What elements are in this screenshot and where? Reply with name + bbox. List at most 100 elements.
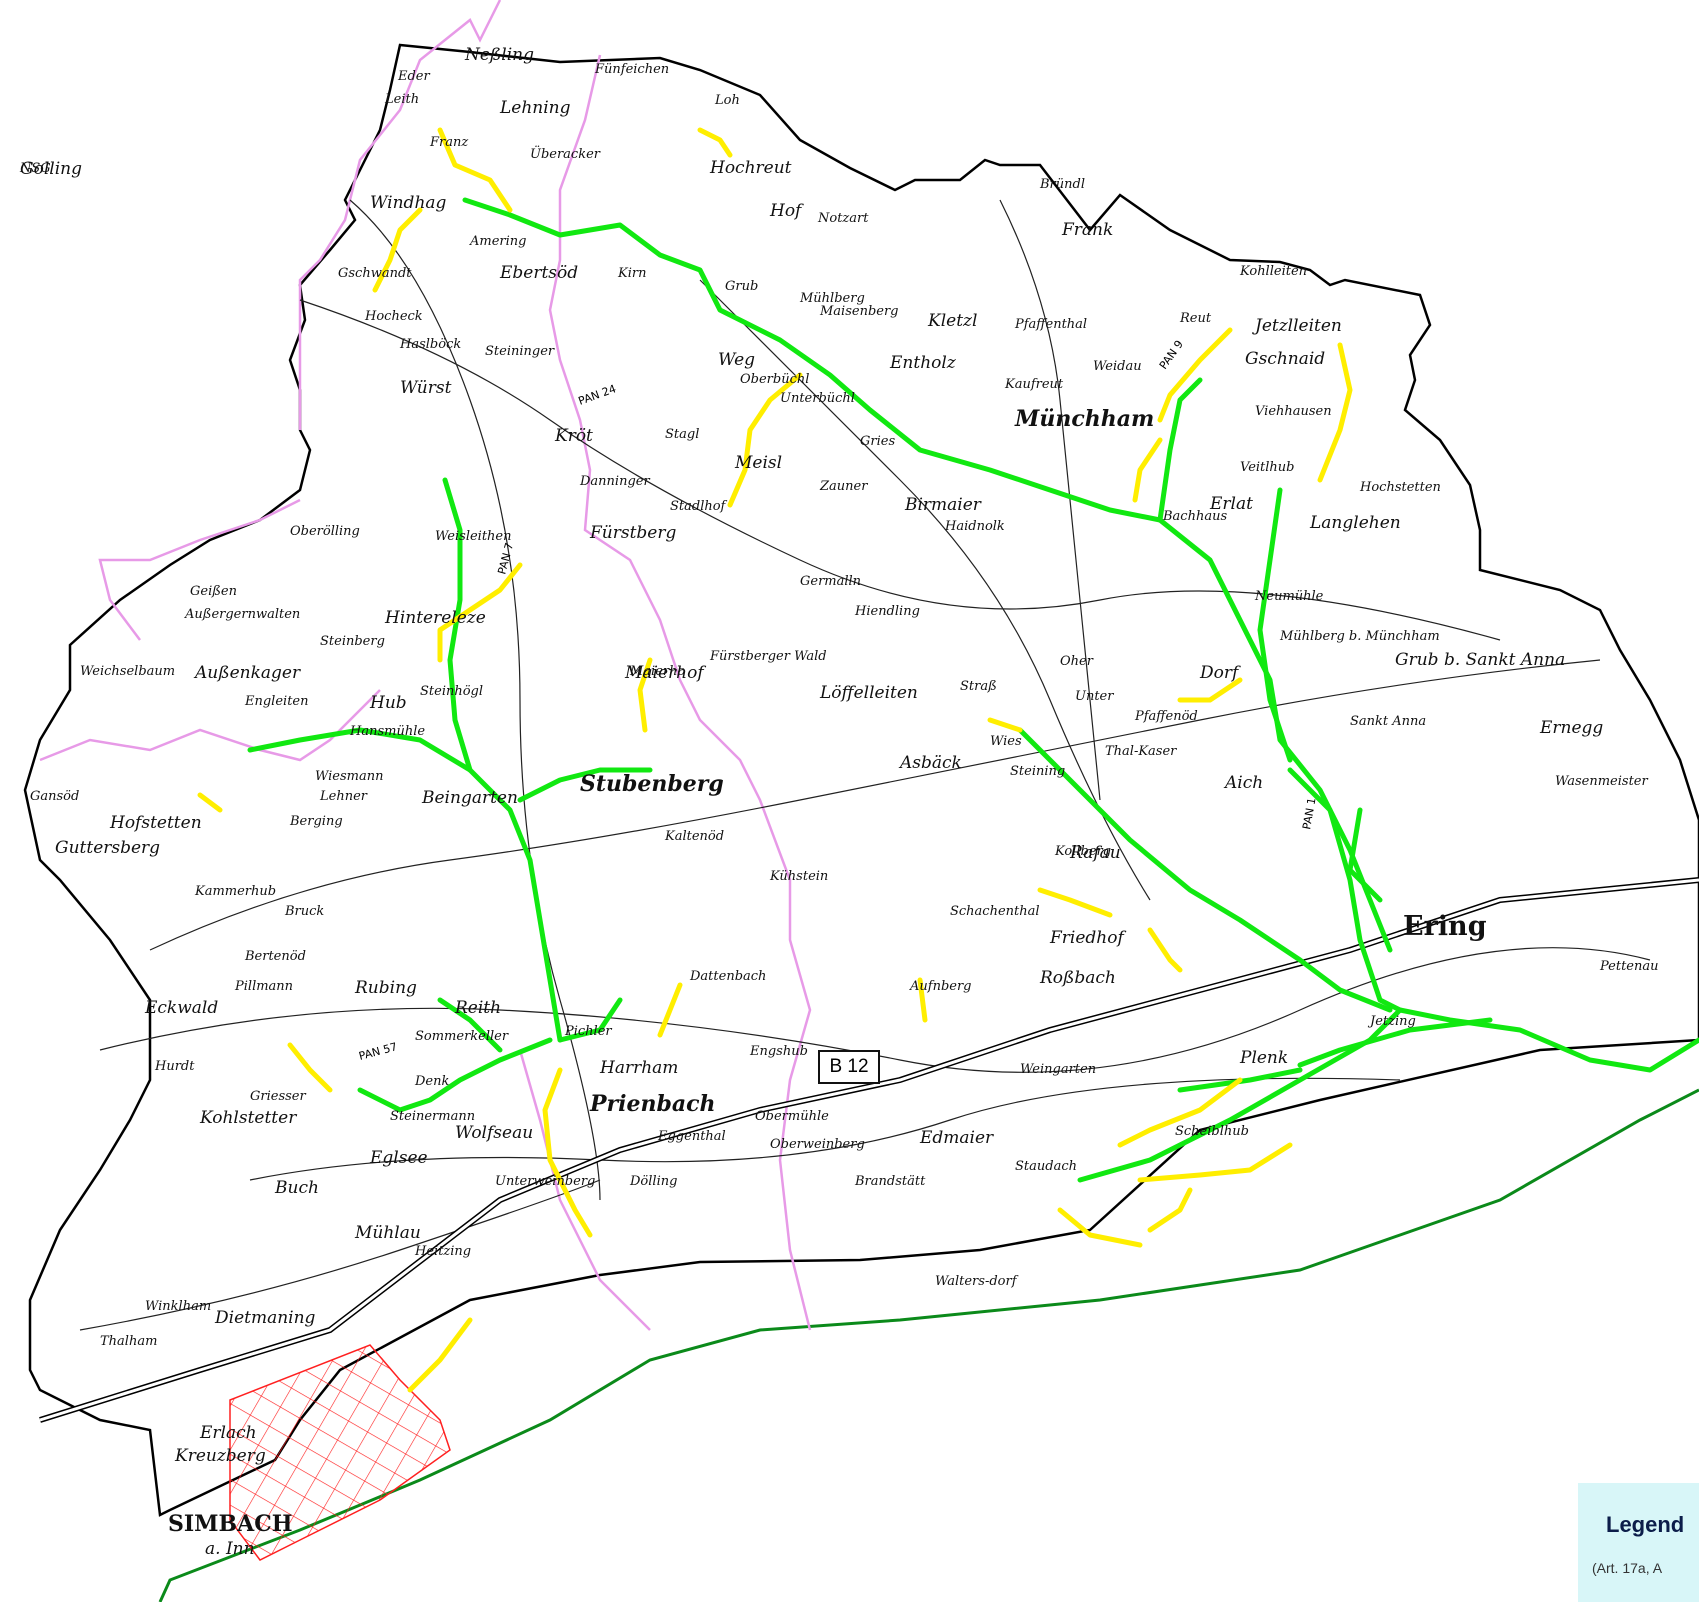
place-label: Meisl	[735, 453, 783, 473]
place-label-erlach: Erlach	[200, 1423, 257, 1443]
place-label: Steinermann	[390, 1109, 476, 1124]
place-label: NSG	[20, 161, 51, 176]
place-label: Gansöd	[30, 789, 80, 804]
place-label: Maierho	[630, 664, 686, 679]
place-label: Engshub	[750, 1044, 808, 1059]
place-label: Asbäck	[900, 753, 962, 773]
place-label: Grub b. Sankt Anna	[1395, 650, 1566, 670]
place-label: Danninger	[580, 474, 650, 489]
place-label: Oher	[1060, 654, 1093, 669]
place-label: Eder	[398, 69, 430, 84]
road-label-pan-9: PAN 9	[1157, 338, 1186, 372]
route-shield-b12: B 12	[818, 1050, 880, 1084]
place-label-a-inn: a. Inn	[205, 1539, 255, 1559]
road-network	[79, 199, 1651, 1331]
place-label: Entholz	[890, 353, 956, 373]
place-label: Lehning	[500, 98, 571, 118]
place-label: Engleiten	[245, 694, 309, 709]
place-label: Roßbach	[1040, 968, 1116, 988]
place-label: Kaufreut	[1005, 377, 1064, 392]
place-label: Hochstetten	[1360, 480, 1441, 495]
place-label: Hub	[370, 693, 407, 713]
place-label: Mühlberg b. Münchham	[1280, 629, 1440, 644]
place-label: Walters-dorf	[935, 1274, 1017, 1289]
road-label-pan-1: PAN 1	[1300, 797, 1318, 831]
place-label: Oberweinberg	[770, 1137, 865, 1152]
place-label: Kohlleiten	[1240, 264, 1308, 279]
place-label: Notzart	[818, 211, 869, 226]
place-label: Straß	[960, 679, 997, 694]
place-label-prienbach: Prienbach	[590, 1091, 716, 1117]
municipality-boundary	[23, 43, 1699, 1517]
place-label: Steinberg	[320, 634, 385, 649]
place-label: Steininger	[485, 344, 555, 359]
place-label: Mühlberg	[800, 291, 865, 306]
place-label: Hochreut	[710, 158, 792, 178]
place-label: Steinhögl	[420, 684, 484, 699]
place-label: Jetzlleiten	[1255, 316, 1342, 336]
place-label: Kaltenöd	[665, 829, 725, 844]
place-label: Windhag	[370, 193, 447, 213]
place-label: Edmaier	[920, 1128, 994, 1148]
place-label: Kühstein	[770, 869, 829, 884]
place-label: Mühlau	[355, 1223, 421, 1243]
place-label: Brandstätt	[855, 1174, 926, 1189]
place-label: Birmaier	[905, 495, 981, 515]
place-label: Heitzing	[415, 1244, 472, 1259]
place-label: Weidau	[1093, 359, 1142, 374]
place-label: Gschwandt	[338, 266, 412, 281]
place-label: Oberbüchl	[740, 372, 810, 387]
place-label: Erlat	[1210, 494, 1253, 514]
place-label: Bruck	[285, 904, 325, 919]
place-label: Stagl	[665, 427, 700, 442]
place-label: Germalln	[800, 574, 862, 589]
place-label: Fürstberger Wald	[710, 649, 827, 664]
place-label: Thalham	[100, 1334, 158, 1349]
place-label: Thal-Kaser	[1105, 744, 1177, 759]
place-label: Staudach	[1015, 1159, 1077, 1174]
place-label: Maisenberg	[820, 304, 899, 319]
district-borders	[39, 0, 812, 1331]
place-label-muenchham: Münchham	[1015, 406, 1155, 432]
place-label: Aich	[1225, 773, 1264, 793]
place-label: Denk	[415, 1074, 450, 1089]
place-label-kreuzberg: Kreuzberg	[175, 1446, 266, 1466]
place-label: Zauner	[820, 479, 868, 494]
yellow-paths	[197, 127, 1353, 1393]
place-label: Pichler	[565, 1024, 612, 1039]
place-label: Gschnaid	[1245, 349, 1326, 369]
place-label: Franz	[430, 135, 469, 150]
place-label-simbach: SIMBACH	[168, 1511, 293, 1537]
place-label: Reut	[1180, 311, 1212, 326]
place-label: Ebertsöd	[500, 263, 579, 283]
place-label: Scheiblhub	[1175, 1124, 1249, 1139]
place-label: Jetzing	[1370, 1014, 1416, 1029]
place-label: Harrham	[600, 1058, 679, 1078]
place-label: Überacker	[530, 147, 601, 162]
place-label: Unterweinberg	[495, 1174, 596, 1189]
place-label: Golling	[20, 159, 82, 179]
place-label: Langlehen	[1310, 513, 1401, 533]
place-label: Griesser	[250, 1089, 306, 1104]
place-label: Haslböck	[400, 337, 462, 352]
place-label: Kollberg	[1055, 844, 1112, 859]
place-label: Neumühle	[1255, 589, 1324, 604]
place-label: Viehhausen	[1255, 404, 1332, 419]
legend-subtitle: (Art. 17a, A	[1592, 1560, 1663, 1576]
place-label: Ernegg	[1540, 718, 1604, 738]
place-label: Kröt	[555, 426, 593, 446]
place-label: Außergernwalten	[185, 607, 301, 622]
place-label: Grub	[725, 279, 759, 294]
place-label: Neßling	[465, 45, 534, 65]
place-label: Sommerkeller	[415, 1029, 509, 1044]
place-label: Dölling	[630, 1174, 678, 1189]
legend-title: Legend	[1606, 1512, 1685, 1537]
place-label: Bründl	[1040, 177, 1085, 192]
place-label: Hintereleze	[385, 608, 486, 628]
road-label-pan-57: PAN 57	[357, 1040, 398, 1063]
place-label: Unter	[1075, 689, 1114, 704]
place-label-stubenberg: Stubenberg	[580, 771, 724, 797]
place-label: Leith	[385, 92, 420, 107]
place-label: Bertenöd	[245, 949, 306, 964]
